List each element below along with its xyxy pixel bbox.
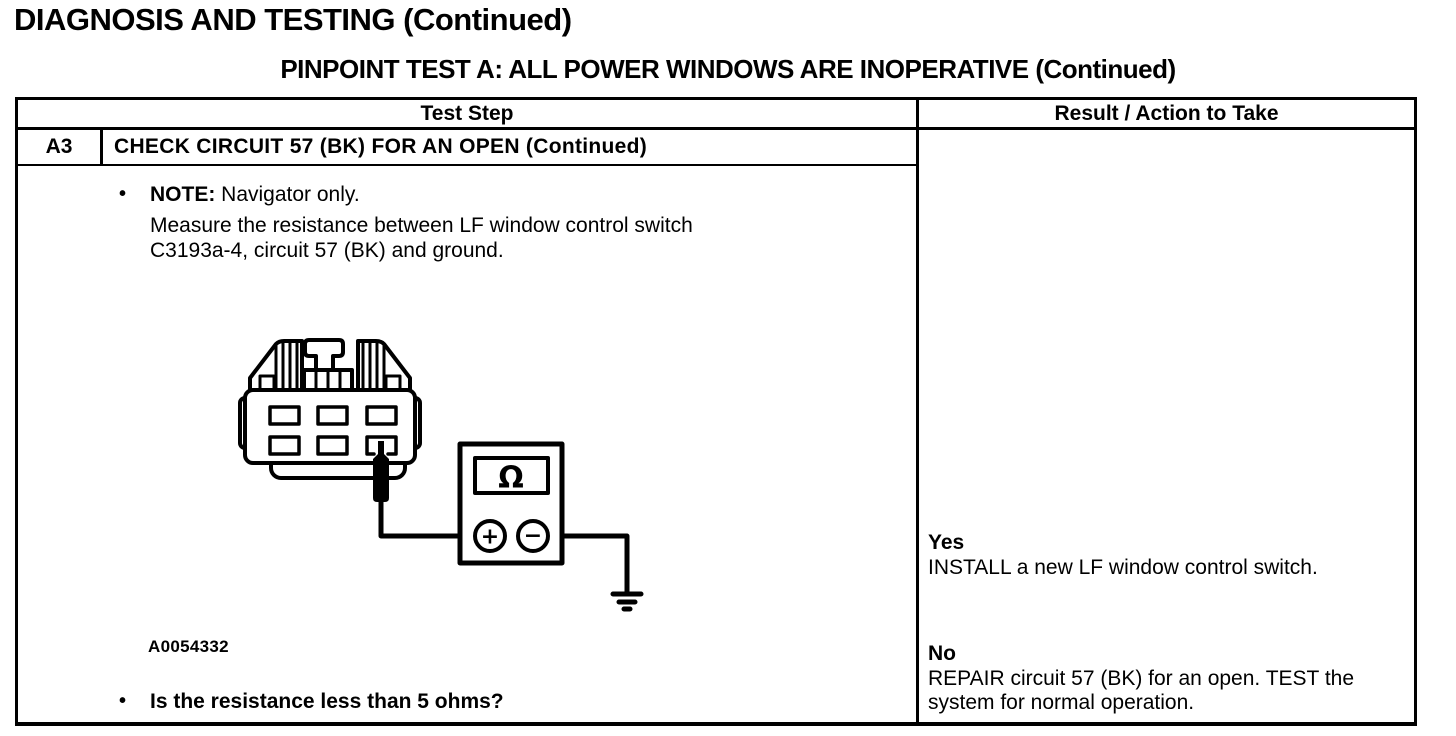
step-question: Is the resistance less than 5 ohms? (150, 690, 504, 713)
minus-symbol: − (524, 524, 542, 549)
column-header-result-action: Result / Action to Take (1054, 102, 1279, 125)
note-text: Navigator only. (221, 183, 360, 206)
note-line: NOTE: Navigator only. (150, 183, 360, 207)
no-action: REPAIR circuit 57 (BK) for an open. TEST… (928, 667, 1355, 714)
test-lead-positive-wire (378, 497, 481, 539)
connector-cavity (365, 405, 398, 426)
page-title: DIAGNOSIS AND TESTING (Continued) (14, 2, 572, 37)
ohmmeter-display (473, 456, 550, 495)
question-bullet: • (119, 690, 127, 712)
pinpoint-test-title: PINPOINT TEST A: ALL POWER WINDOWS ARE I… (280, 54, 1176, 84)
resistance-test-diagram: Ω + − (238, 338, 644, 612)
column-divider (916, 100, 919, 722)
step-id-divider (100, 130, 103, 164)
ground-symbol (610, 591, 644, 612)
step-row-rule (18, 164, 916, 166)
no-label: No (928, 642, 956, 665)
note-bullet: • (119, 183, 127, 205)
connector-cavity (316, 435, 349, 456)
step-title: CHECK CIRCUIT 57 (BK) FOR AN OPEN (Conti… (114, 135, 648, 158)
plus-symbol: + (481, 525, 499, 550)
connector-diagram (238, 338, 422, 480)
connector-cavity (268, 405, 301, 426)
instruction-text: Measure the resistance between LF window… (150, 214, 693, 262)
positive-terminal (473, 519, 507, 553)
yes-action: INSTALL a new LF window control switch. (928, 556, 1318, 579)
connector-lock-tab (303, 338, 345, 376)
connector-cavity (268, 435, 301, 456)
yes-result: Yes INSTALL a new LF window control swit… (928, 529, 1414, 580)
step-id-cell: A3 (45, 135, 73, 158)
no-result: No REPAIR circuit 57 (BK) for an open. T… (928, 640, 1368, 715)
connector-cavity (316, 405, 349, 426)
column-header-test-step: Test Step (420, 102, 514, 125)
connector-wing-left-ribs (274, 339, 299, 394)
connector-wing-right-ribs (361, 339, 386, 394)
header-rule (18, 127, 1414, 130)
figure-id: A0054332 (148, 637, 229, 656)
negative-terminal (516, 519, 550, 553)
ohmmeter: Ω + − (457, 441, 565, 566)
probe (373, 441, 389, 502)
pinpoint-test-table: Test Step Result / Action to Take A3 CHE… (15, 97, 1417, 726)
ohm-symbol: Ω (498, 461, 524, 496)
yes-label: Yes (928, 531, 965, 554)
note-label: NOTE: (150, 183, 216, 206)
